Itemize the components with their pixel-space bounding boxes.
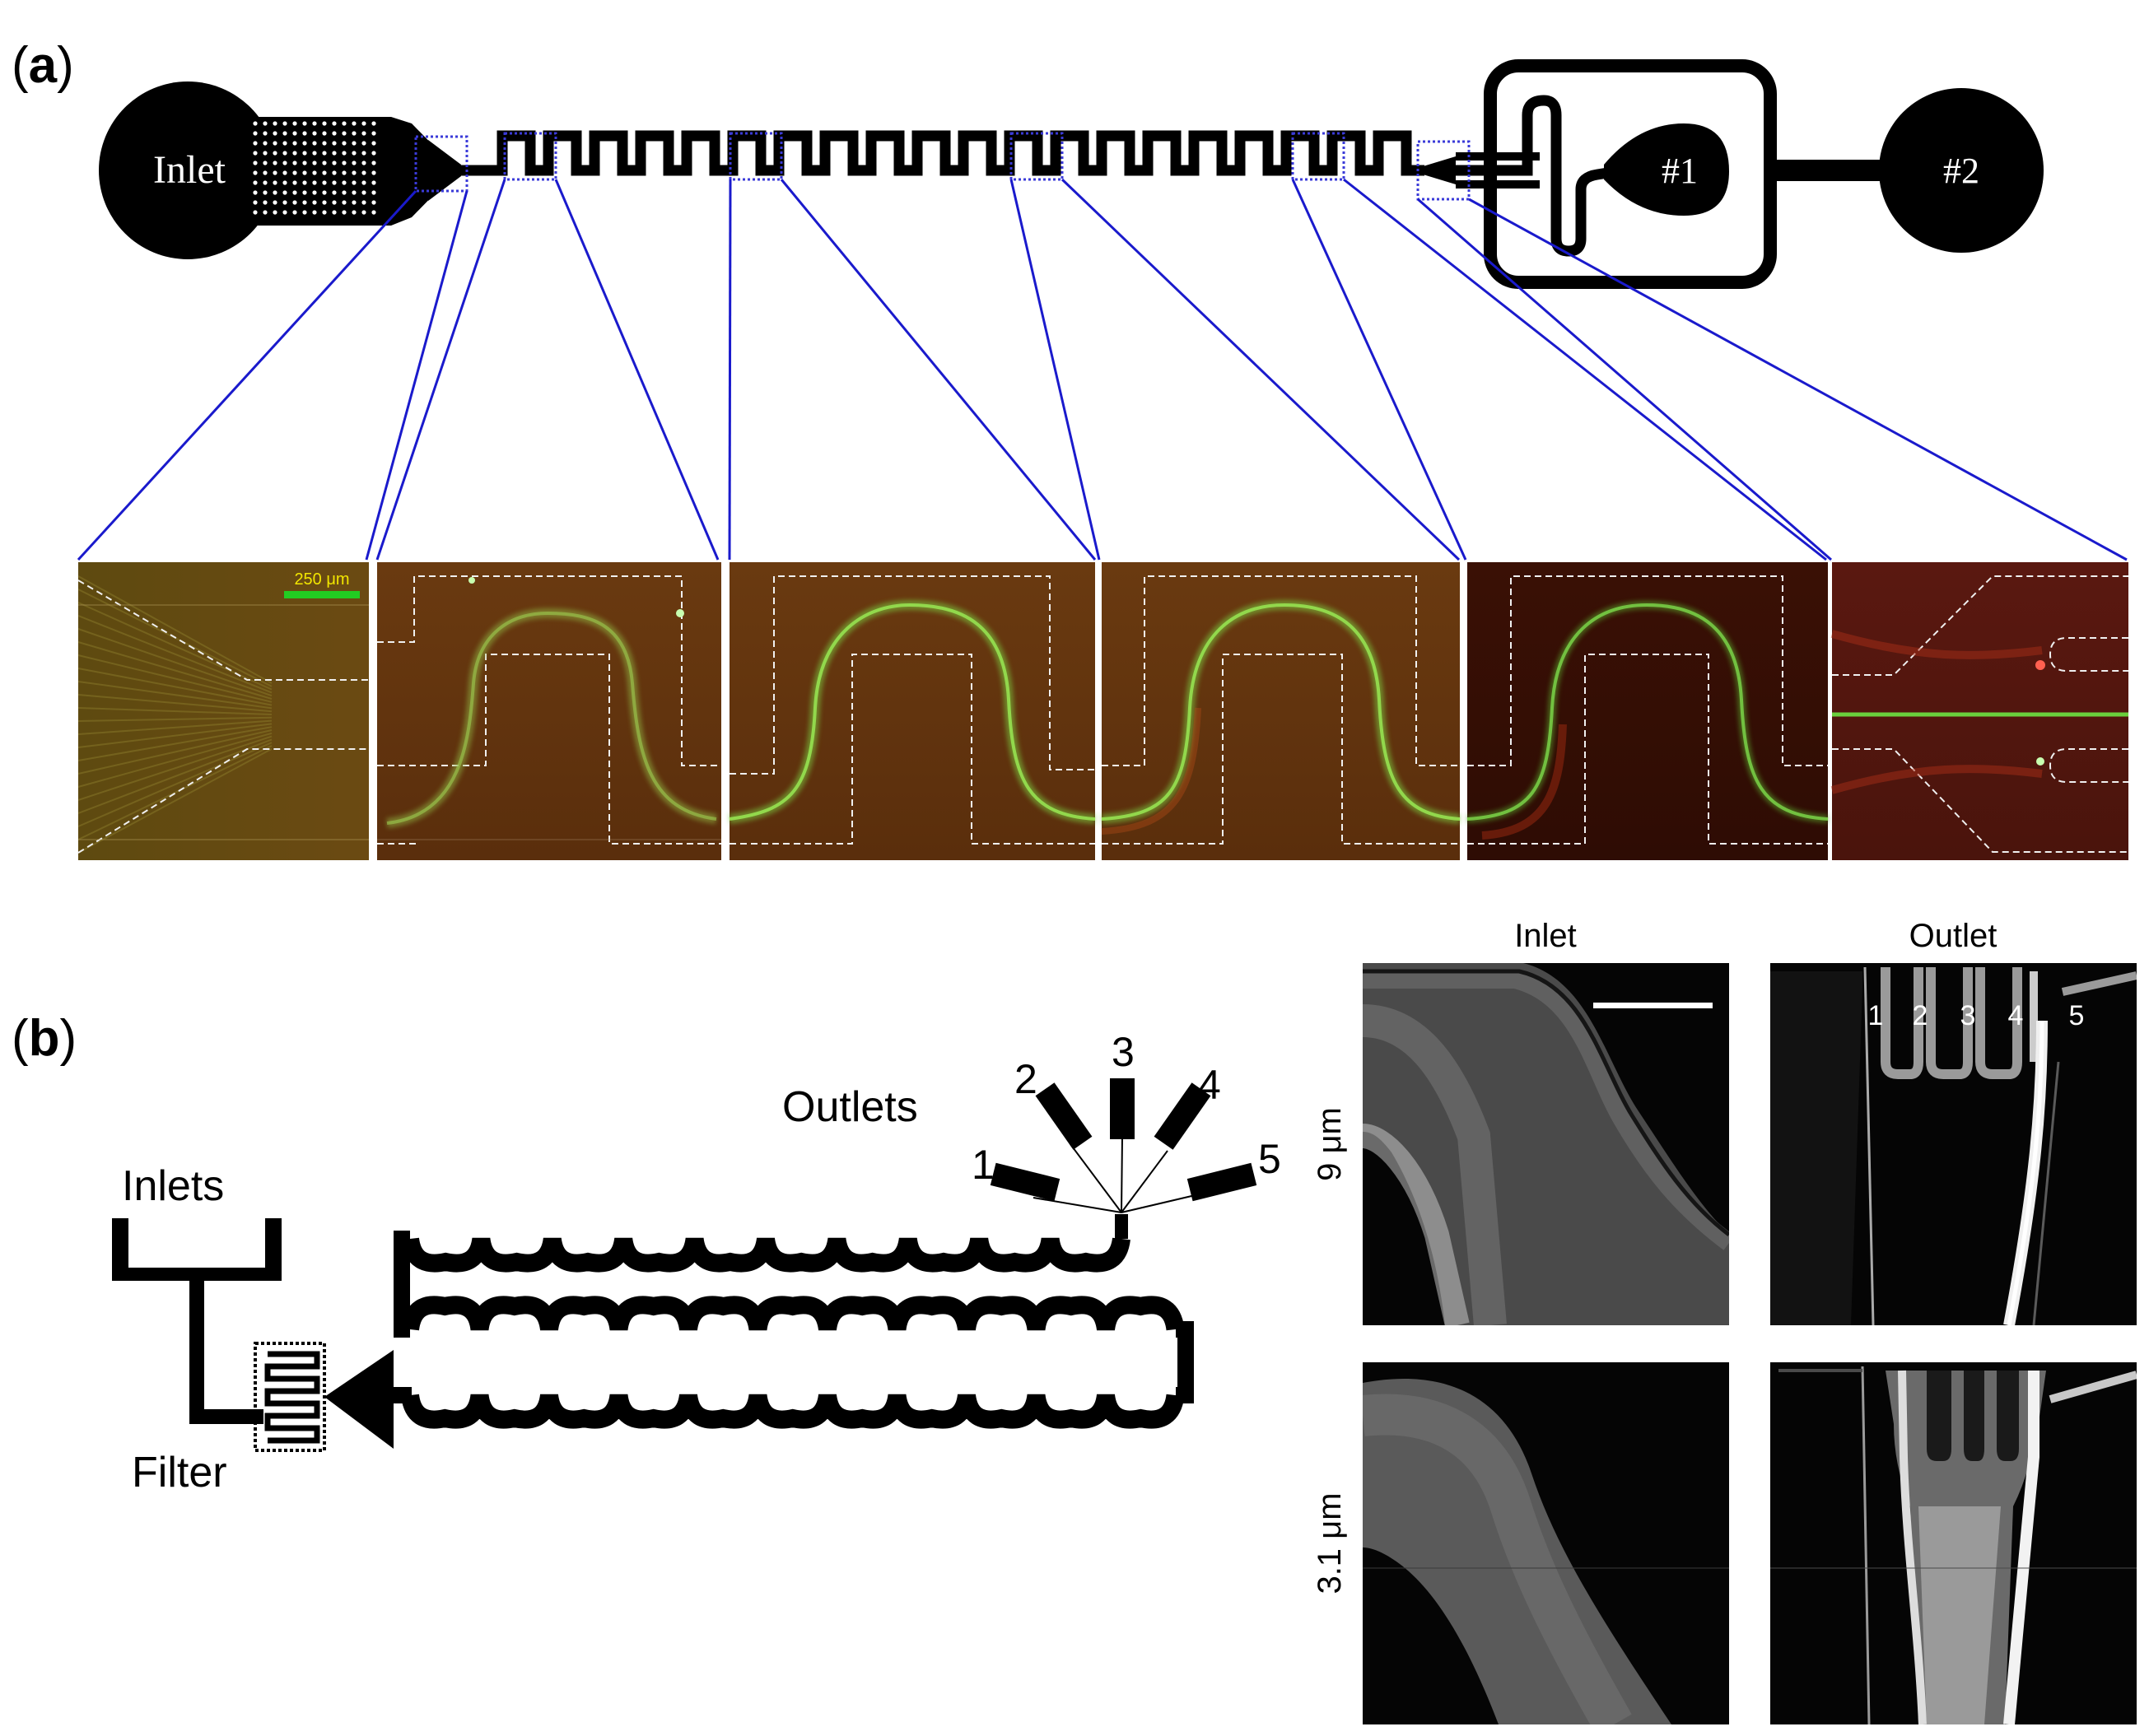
micrograph-outlet-3um xyxy=(1770,1362,2137,1724)
zoom-box-1 xyxy=(414,135,468,193)
zoom-boxes xyxy=(414,132,1471,201)
turn-right xyxy=(1176,1321,1194,1403)
inlets-label: Inlets xyxy=(122,1162,224,1210)
outlet-number-3: 3 xyxy=(1112,1029,1135,1075)
outlets-label: Outlets xyxy=(782,1083,918,1131)
inlet-label: Inlet xyxy=(153,148,226,192)
inlet-reservoir: Inlet xyxy=(99,81,449,259)
outlet-number-5: 5 xyxy=(1258,1136,1281,1182)
micrograph-strip: 250 μm xyxy=(77,562,2128,860)
filter-structure: Filter xyxy=(132,1342,412,1496)
micrograph-turn-4 xyxy=(1466,562,1829,860)
panel-b: (b) Inlets Filter Outlets xyxy=(12,918,2137,1724)
micro-number-1: 1 xyxy=(1868,1000,1884,1031)
scale-bar-label: 250 μm xyxy=(294,570,349,589)
micrograph-outlet-9um: 1 2 3 4 5 xyxy=(1770,963,2137,1325)
column-label-inlet: Inlet xyxy=(1514,918,1577,954)
row-label-3um: 3.1 μm xyxy=(1312,1492,1348,1594)
panel-a-label: (a) xyxy=(12,37,74,94)
micrograph-inlet-3um xyxy=(1363,1362,1729,1724)
inlet-filter-posts xyxy=(253,121,376,215)
outlet-2-reservoir: #2 xyxy=(1879,88,2044,253)
zoom-box-5 xyxy=(1291,132,1345,181)
outlet-2-block xyxy=(1035,1082,1093,1150)
panel-a: (a) Inlet #1 #2 xyxy=(12,37,2128,860)
zoom-box-3 xyxy=(729,132,783,181)
outlet-number-2: 2 xyxy=(1014,1056,1037,1102)
outlet-3-block xyxy=(1110,1078,1135,1139)
micrograph-turn-3 xyxy=(1101,562,1461,860)
row-label-9um: 9 μm xyxy=(1312,1107,1348,1181)
scale-bar xyxy=(284,591,360,598)
micro-number-4: 4 xyxy=(2008,1000,2024,1031)
micro-number-5: 5 xyxy=(2069,1000,2085,1031)
column-label-outlet: Outlet xyxy=(1909,918,1997,954)
zoom-connector-lines xyxy=(77,178,2128,561)
panel-b-label: (b) xyxy=(12,1010,77,1067)
outlet-1-reservoir: #1 xyxy=(1604,123,1729,216)
outlet-number-4: 4 xyxy=(1198,1062,1221,1108)
micro-number-2: 2 xyxy=(1913,1000,1928,1031)
outlet-fan: Outlets 1 2 3 4 5 xyxy=(782,1029,1281,1213)
outlet-2-label: #2 xyxy=(1943,151,1979,191)
outlet-junction xyxy=(1410,95,1620,257)
zoom-box-4 xyxy=(1009,132,1064,181)
micrograph-turn-2 xyxy=(729,562,1096,860)
wavy-channel-row-3 xyxy=(401,1237,1130,1273)
scale-bar-b xyxy=(1593,1003,1713,1008)
micrograph-outlet xyxy=(1830,562,2128,860)
zoom-box-6 xyxy=(1416,140,1471,201)
turn-left xyxy=(394,1231,410,1338)
outlet-1-block xyxy=(990,1162,1061,1202)
micro-number-3: 3 xyxy=(1960,1000,1976,1031)
inlets-structure: Inlets xyxy=(112,1162,282,1424)
outlet-number-1: 1 xyxy=(972,1142,995,1188)
zoom-box-2 xyxy=(503,132,557,181)
micrograph-turn-1 xyxy=(377,562,721,860)
outlet-4-block xyxy=(1154,1082,1211,1150)
serpentine-channel xyxy=(461,130,1424,176)
outlet-1-label: #1 xyxy=(1662,151,1698,191)
wavy-channel-row-1 xyxy=(401,1394,1185,1429)
filter-label: Filter xyxy=(132,1449,227,1496)
outlet-5-block xyxy=(1186,1162,1257,1202)
wavy-channel-row-2 xyxy=(401,1296,1185,1331)
micrograph-taper: 250 μm xyxy=(77,562,369,860)
inlet-taper xyxy=(428,140,461,201)
micrograph-inlet-9um xyxy=(1363,963,1729,1325)
